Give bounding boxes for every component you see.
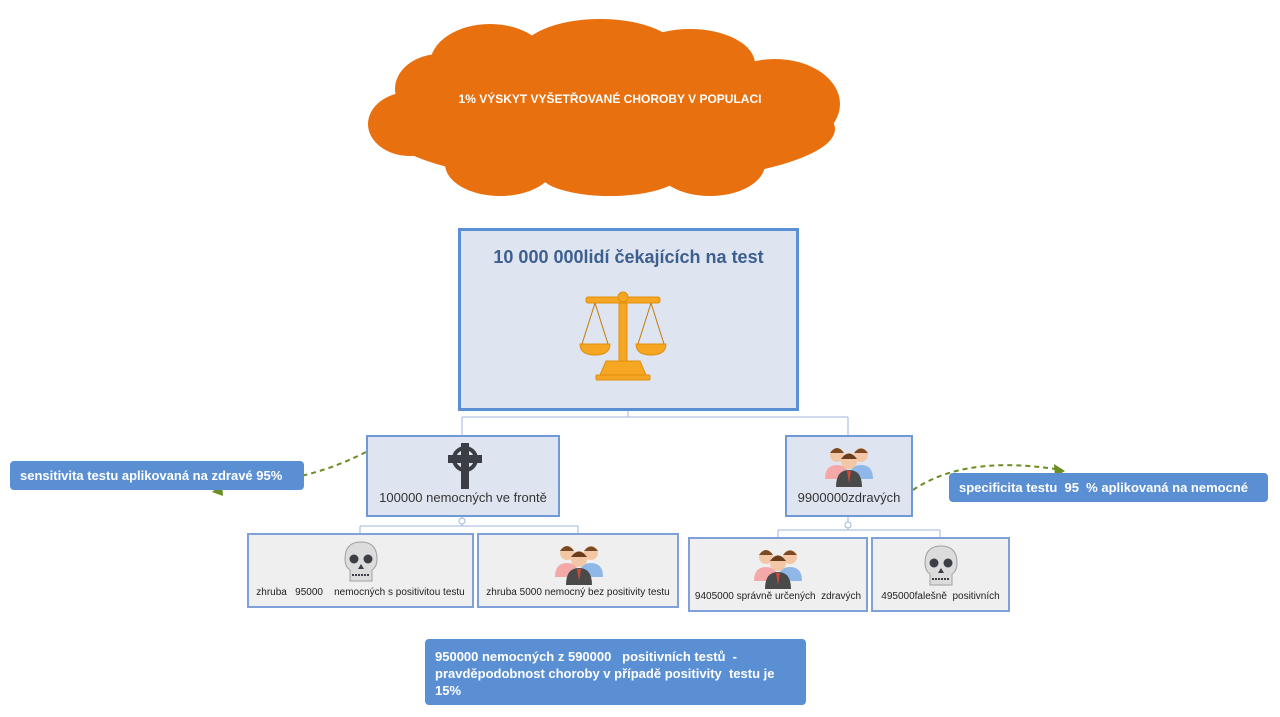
summary-callout[interactable]: 950000 nemocných z 590000 positivních te… bbox=[425, 639, 806, 705]
leaf-label: 9405000 správně určených zdravých bbox=[694, 591, 862, 602]
sensitivity-text: sensitivita testu aplikovaná na zdravé 9… bbox=[20, 468, 283, 483]
cloud-text: 1% VÝSKYT VYŠETŘOVANÉ CHOROBY V POPULACI bbox=[458, 92, 762, 106]
people-group-icon bbox=[553, 541, 605, 590]
prevalence-cloud: 1% VÝSKYT VYŠETŘOVANÉ CHOROBY V POPULACI bbox=[360, 14, 860, 199]
people-group-icon bbox=[823, 443, 875, 492]
sick-node[interactable]: 100000 nemocných ve frontě bbox=[366, 435, 560, 517]
leaf-sick-negative[interactable]: zhruba 5000 nemocný bez positivity testu bbox=[477, 533, 679, 608]
healthy-node[interactable]: 9900000zdravých bbox=[785, 435, 913, 517]
sick-node-label: 100000 nemocných ve frontě bbox=[379, 490, 547, 505]
celtic-cross-icon bbox=[446, 443, 484, 494]
leaf-healthy-false-positive[interactable]: 495000falešně positivních bbox=[871, 537, 1010, 612]
scales-of-justice-icon bbox=[578, 289, 668, 390]
leaf-label: 495000falešně positivních bbox=[881, 591, 1000, 602]
summary-text: 950000 nemocných z 590000 positivních te… bbox=[435, 649, 779, 698]
leaf-sick-positive[interactable]: zhruba 95000 nemocných s positivitou tes… bbox=[247, 533, 474, 608]
leaf-label: zhruba 5000 nemocný bez positivity testu bbox=[486, 587, 670, 598]
cloud-shape-icon bbox=[368, 19, 840, 196]
specificity-callout[interactable]: specificita testu 95 % aplikovaná na nem… bbox=[949, 473, 1268, 502]
leaf-label: zhruba 95000 nemocných s positivitou tes… bbox=[256, 587, 465, 598]
sensitivity-callout[interactable]: sensitivita testu aplikovaná na zdravé 9… bbox=[10, 461, 304, 490]
people-group-icon bbox=[752, 545, 804, 594]
leaf-healthy-negative[interactable]: 9405000 správně určených zdravých bbox=[688, 537, 868, 612]
root-node[interactable]: 10 000 000lidí čekajících na test bbox=[458, 228, 799, 411]
root-title: 10 000 000lidí čekajících na test bbox=[493, 247, 764, 267]
skull-icon bbox=[923, 545, 959, 592]
skull-icon bbox=[343, 541, 379, 588]
healthy-node-label: 9900000zdravých bbox=[797, 490, 901, 505]
specificity-text: specificita testu 95 % aplikovaná na nem… bbox=[959, 480, 1248, 495]
